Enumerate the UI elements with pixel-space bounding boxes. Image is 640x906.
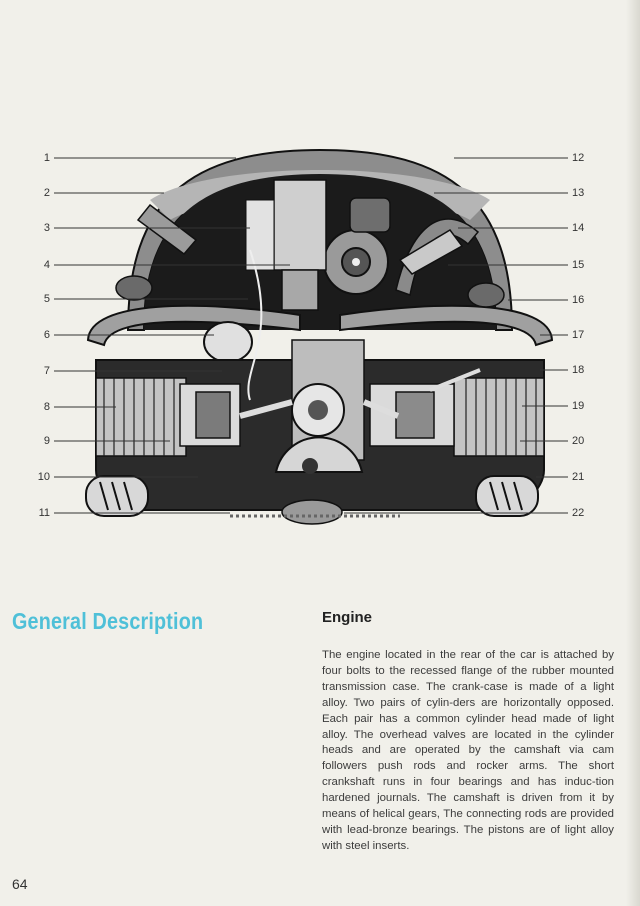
callout-1: 1 — [43, 152, 50, 164]
callout-14: 14 — [572, 222, 585, 234]
callout-19: 19 — [572, 400, 585, 412]
callout-9: 9 — [43, 435, 50, 447]
callout-17: 17 — [572, 329, 585, 341]
article-heading: Engine — [322, 609, 373, 626]
callout-21: 21 — [572, 471, 585, 483]
engine-drawing — [54, 148, 568, 525]
callout-11: 11 — [38, 507, 50, 519]
callout-20: 20 — [572, 435, 585, 447]
callout-13: 13 — [572, 187, 585, 199]
callout-12: 12 — [572, 152, 585, 164]
engine-cutaway-illustration: 1 2 3 4 5 6 7 8 9 10 11 12 13 14 15 16 1… — [0, 140, 640, 530]
callout-15: 15 — [572, 259, 585, 271]
callout-7: 7 — [43, 365, 50, 377]
page-edge-shadow — [626, 0, 640, 906]
callout-8: 8 — [43, 401, 50, 413]
callout-3: 3 — [43, 222, 50, 234]
callout-5: 5 — [43, 293, 50, 305]
callout-6: 6 — [43, 329, 50, 341]
callout-10: 10 — [37, 471, 50, 483]
callout-16: 16 — [572, 294, 585, 306]
callout-2: 2 — [43, 187, 50, 199]
callout-22: 22 — [572, 507, 585, 519]
page-number: 64 — [12, 876, 28, 892]
callout-4: 4 — [43, 259, 50, 271]
article-body: The engine located in the rear of the ca… — [322, 649, 614, 852]
callout-18: 18 — [572, 364, 585, 376]
section-title: General Description — [12, 608, 204, 634]
